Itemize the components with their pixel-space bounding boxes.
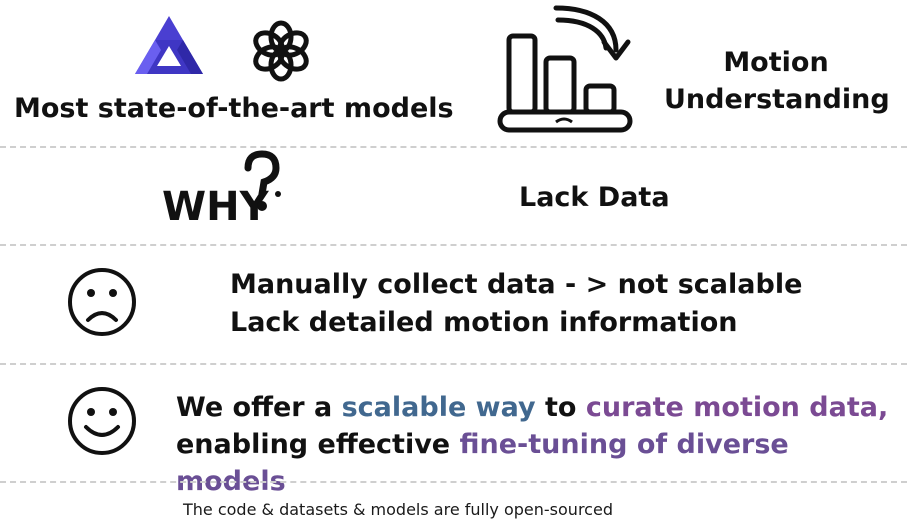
solution-text: We offer a scalable way to curate motion…: [176, 389, 907, 500]
why-question-icon: WHY: [162, 150, 281, 228]
why-text: WHY: [162, 184, 270, 228]
motion-understanding-label: Motion Understanding: [664, 44, 890, 118]
sad-face-icon: [68, 268, 136, 336]
solution-part1: We offer a: [176, 392, 342, 423]
divider-2: [0, 244, 907, 246]
motion-line2: Understanding: [664, 84, 890, 115]
solution-line1: We offer a scalable way to curate motion…: [176, 389, 907, 426]
solution-line2: enabling effective fine-tuning of divers…: [176, 426, 907, 500]
happy-face-icon: [68, 387, 136, 455]
lack-data-label: Lack Data: [519, 182, 670, 213]
solution-part3: to: [535, 392, 586, 423]
divider-1: [0, 146, 907, 148]
problem-line1: Manually collect data - > not scalable: [230, 269, 803, 300]
qwen-logo-icon: [135, 16, 203, 74]
bar-chart-down-arrow-icon: [497, 5, 633, 133]
problem-text: Manually collect data - > not scalable L…: [230, 266, 802, 342]
solution-part5: enabling effective: [176, 429, 460, 460]
divider-4: [0, 481, 907, 483]
models-label: Most state-of-the-art models: [14, 93, 454, 124]
highlight-scalable-way: scalable way: [341, 392, 536, 423]
problem-line2: Lack detailed motion information: [230, 307, 738, 338]
footer-note: The code & datasets & models are fully o…: [183, 500, 613, 519]
highlight-curate-motion-data: curate motion data,: [585, 392, 889, 423]
motion-line1: Motion: [723, 47, 829, 78]
divider-3: [0, 363, 907, 365]
openai-logo-icon: [253, 20, 309, 82]
